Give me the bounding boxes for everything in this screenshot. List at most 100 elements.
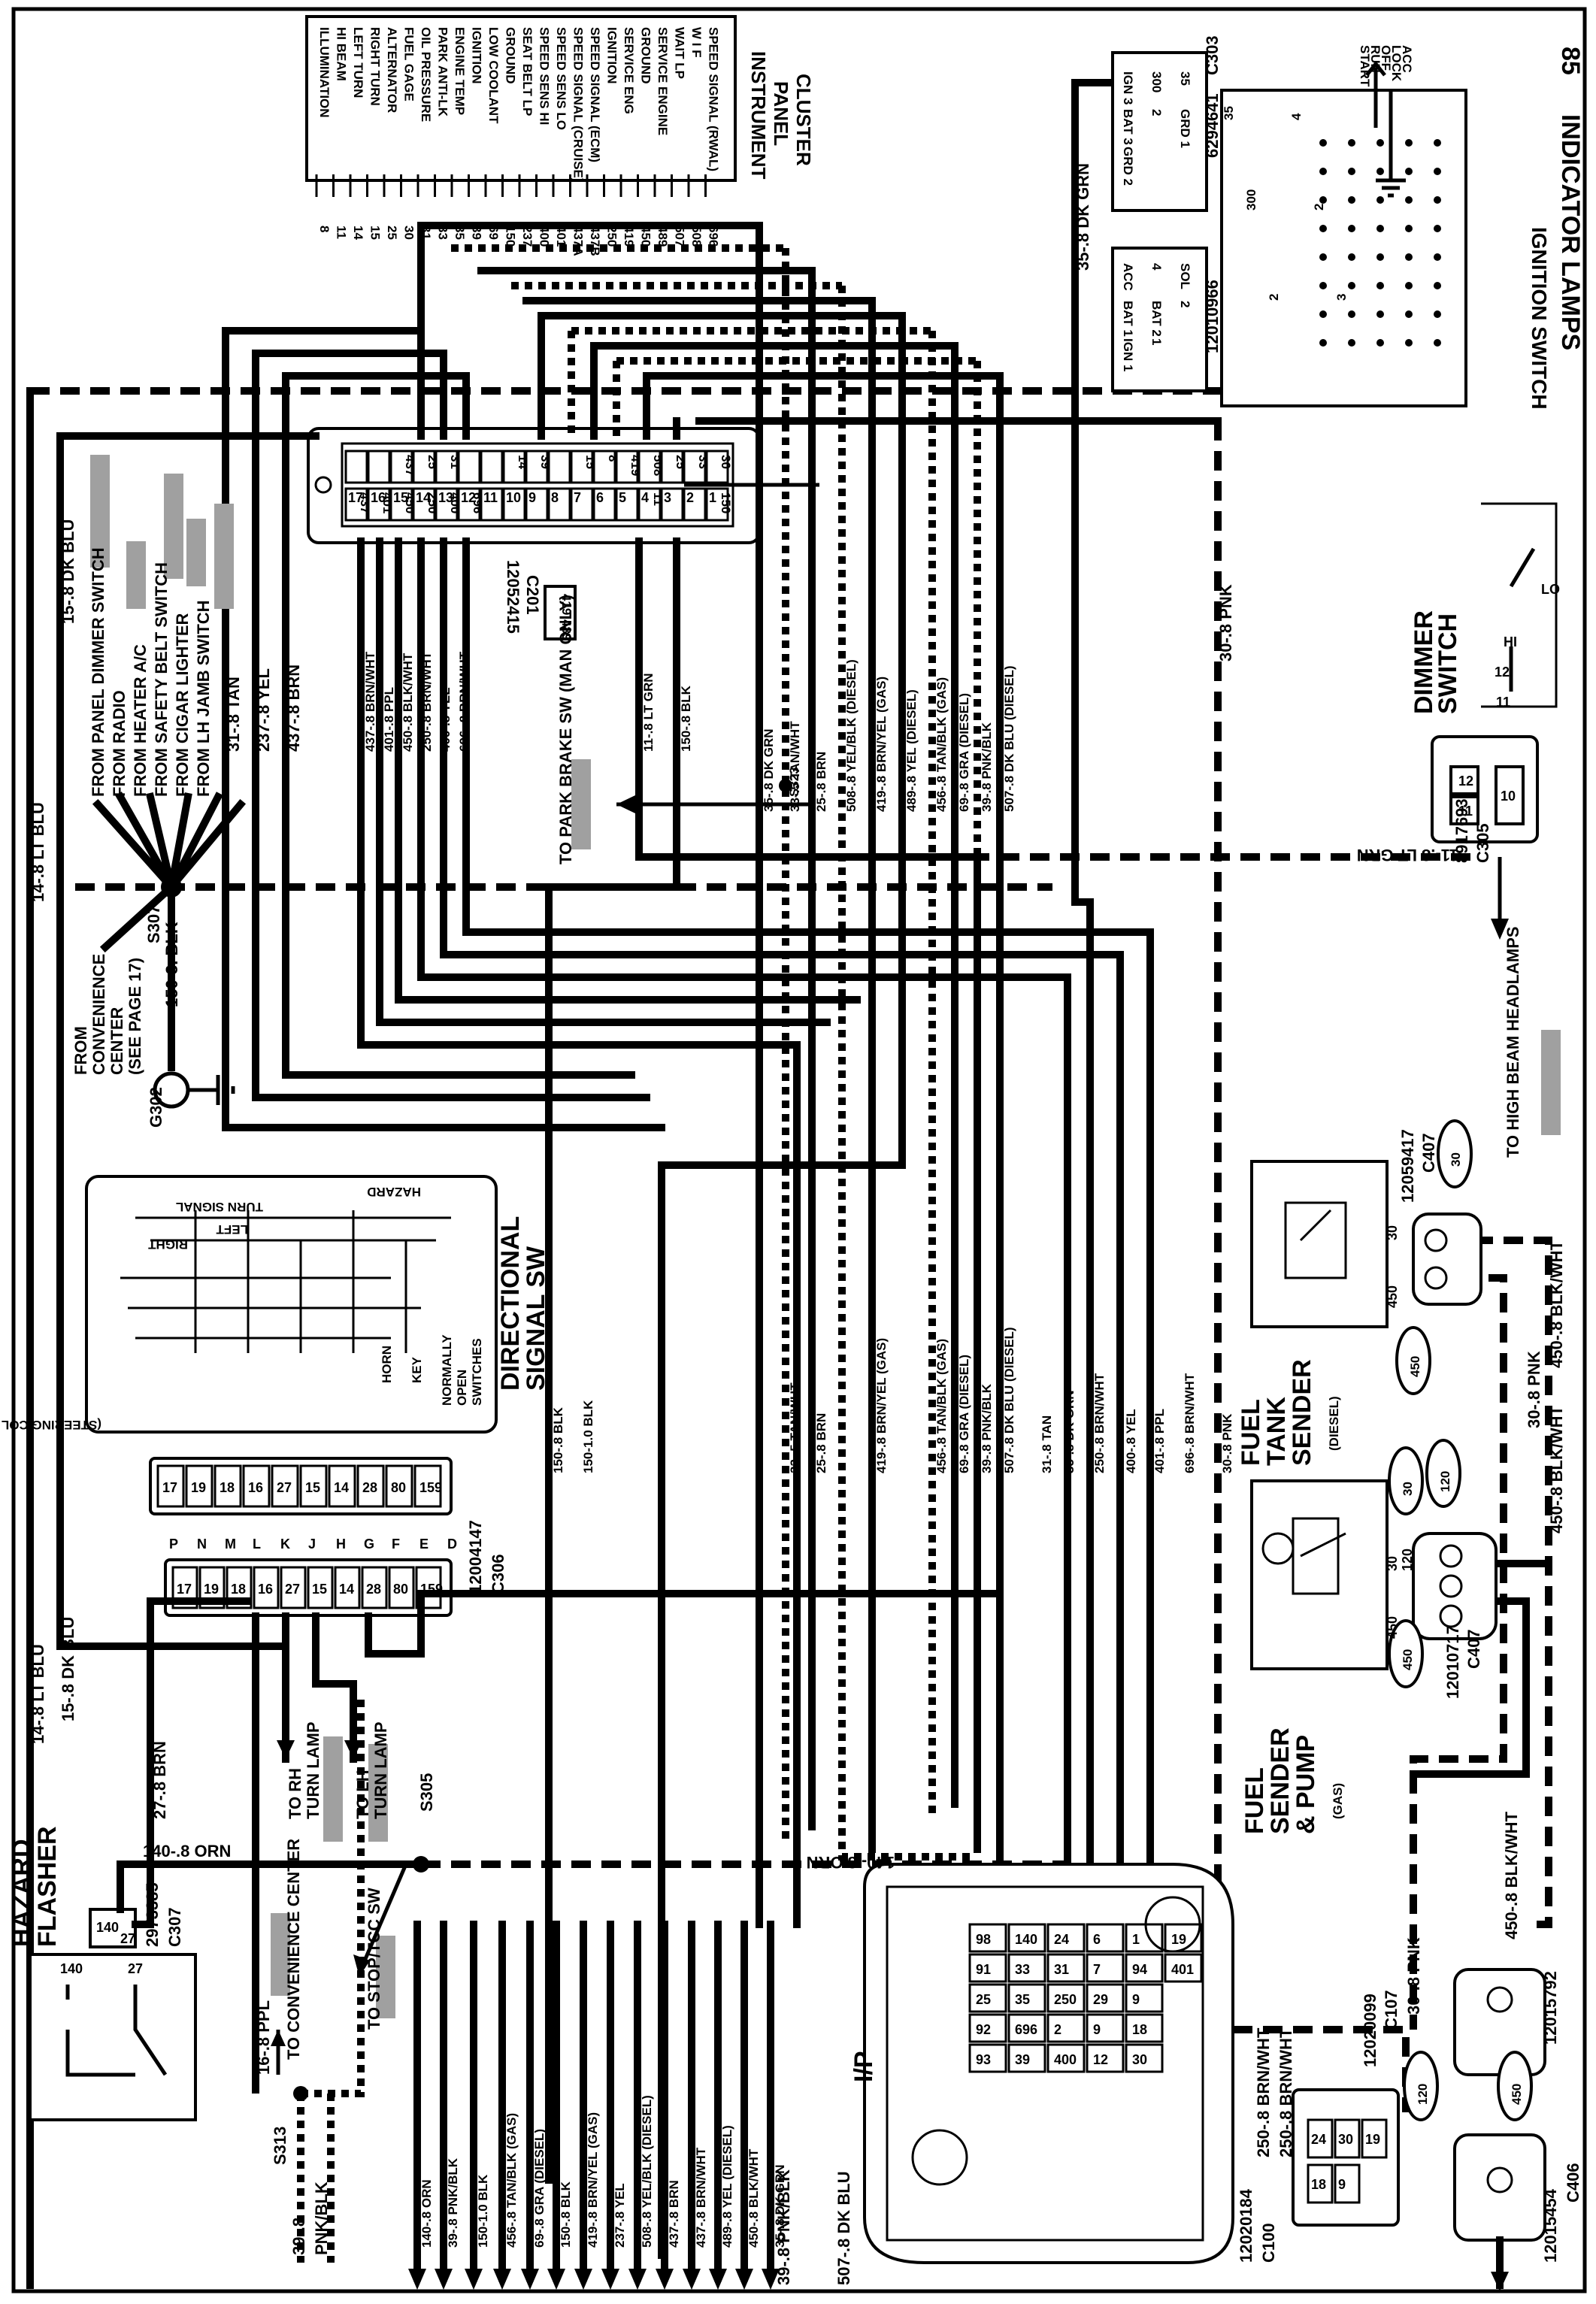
ignition-contact xyxy=(1319,168,1327,175)
dir-top-pin xyxy=(328,1464,356,1508)
ignition-contact xyxy=(1348,282,1355,289)
ignition-contact xyxy=(1434,168,1441,175)
c201-upper-code: 15 xyxy=(583,455,598,469)
wire-label: 35-.8 DK GRN xyxy=(1074,163,1092,271)
dir-bot-pin-num: 18 xyxy=(231,1582,246,1597)
c201-upper-cell xyxy=(570,450,594,484)
wire-label: 30-.8 PNK xyxy=(1216,584,1235,662)
wire-arrow xyxy=(762,2269,780,2290)
dir-top-pin-num: 28 xyxy=(362,1480,377,1495)
ignition-switch-contacts xyxy=(1319,139,1441,347)
bulkhead-cell xyxy=(1086,1983,1125,2013)
dir-top-pin xyxy=(299,1464,328,1508)
c201-lower-cell xyxy=(502,487,526,522)
to-stop-tcc: TO STOP/TCC SW xyxy=(365,1888,383,2030)
directional-note: HAZARD xyxy=(367,1185,421,1199)
c307-id: C307 xyxy=(165,1907,184,1947)
bulkhead-cell xyxy=(968,1953,1007,1983)
ignition-position-arrow xyxy=(1365,60,1386,128)
bubble-label: 120 xyxy=(1438,1471,1452,1492)
directional-note: TURN SIGNAL xyxy=(176,1200,263,1214)
bubble-30-gas xyxy=(1388,1446,1424,1515)
legend-name: SPEED SENS HI xyxy=(538,27,552,125)
ignition-contact xyxy=(1348,310,1355,318)
c406-bubble-label: 120 xyxy=(1416,2084,1430,2105)
bulkhead-cell-code: 18 xyxy=(1132,2022,1147,2037)
directional-note: NORMALLY xyxy=(440,1334,454,1406)
c201-lower-cell xyxy=(389,487,413,522)
directional-note: SWITCHES xyxy=(470,1338,484,1406)
dir-bot-pin-num: 19 xyxy=(204,1582,219,1597)
wire-label: 33-.5 TAN/WHT xyxy=(788,1382,802,1473)
ign-b-pin: IGN 1 xyxy=(1121,338,1135,371)
bulkhead-cell-code: 6 xyxy=(1093,1932,1101,1947)
wire-label: 696-.8 BRN/WHT xyxy=(457,651,471,752)
c305-pin: 10 xyxy=(1501,789,1516,804)
dir-letter: M xyxy=(225,1537,236,1552)
ignition-wire-num: 3 xyxy=(1334,294,1349,301)
bulkhead-cell xyxy=(1007,1953,1046,1983)
page-number: 85 xyxy=(1556,47,1585,75)
ignition-contact xyxy=(1405,282,1413,289)
c201-lower-cell xyxy=(705,487,729,522)
wire-label: 39-.8 PNK/BLK xyxy=(774,2169,793,2285)
wire-label: 15-.8 DK BLU xyxy=(59,1617,77,1721)
splice-s323 xyxy=(779,779,792,792)
c100-part: 12020184 xyxy=(1237,2188,1255,2263)
dir-top-pin xyxy=(242,1464,271,1508)
bulkhead-cell-code: 30 xyxy=(1132,2052,1147,2067)
ignition-position: OFF xyxy=(1379,45,1393,71)
legend-code: 401 xyxy=(554,226,568,247)
from-label: FROM HEATER A/C xyxy=(131,644,150,797)
bulkhead-cell-code: 401 xyxy=(1171,1962,1194,1977)
ignition-contact xyxy=(1348,225,1355,232)
cluster-legend-box xyxy=(305,15,737,182)
ignition-contact xyxy=(1376,196,1384,204)
from-label: FROM RADIO xyxy=(110,690,129,797)
cluster-title-3: CLUSTER xyxy=(792,74,815,166)
c201-pin-number: 9 xyxy=(528,490,536,505)
bulkhead-cell-code: 93 xyxy=(976,2052,991,2067)
dir-top-pin xyxy=(356,1464,385,1508)
ign-b-pin: 1 xyxy=(1149,338,1164,345)
wire-label: 69-.8 GRA (DIESEL) xyxy=(957,1355,971,1473)
wire-label: 450-.8 BLK/WHT xyxy=(747,2148,761,2248)
dir-bot-pin xyxy=(280,1566,307,1609)
ignition-wire-num: 300 xyxy=(1244,189,1258,210)
bulkhead-cell xyxy=(1046,1953,1086,1983)
ignition-contact xyxy=(1376,168,1384,175)
dir-letter: K xyxy=(280,1537,290,1552)
legend-code: 508 xyxy=(689,226,704,247)
ignition-contact xyxy=(1434,310,1441,318)
c303-pin: GRD 1 xyxy=(1178,109,1192,148)
bubble-label: 450 xyxy=(1408,1356,1422,1377)
wire-237-yel xyxy=(252,350,650,1101)
ignition-position: ACC xyxy=(1400,45,1414,73)
ignition-contact xyxy=(1319,225,1327,232)
fuel-tank-title: FUEL xyxy=(1237,1399,1265,1466)
wire-label: 35-.8 DK GRN xyxy=(773,2164,787,2248)
bulkhead-cell xyxy=(1086,2043,1125,2073)
c201-pin-number: 1 xyxy=(709,490,716,505)
wire-label: 16-.8 PPL xyxy=(254,2000,273,2075)
from-label: FROM PANEL DIMMER SWITCH xyxy=(89,547,108,797)
ignition-contact xyxy=(1434,196,1441,204)
ignition-contact xyxy=(1319,253,1327,261)
legend-name: SPEED SIGNAL (RWAL) xyxy=(707,27,721,171)
c407-diesel-connector xyxy=(1412,1213,1482,1306)
wire-label: 25-.8 BRN xyxy=(814,752,828,812)
wire-label: 39-.8 xyxy=(289,2218,308,2255)
c201-upper-code: 25 xyxy=(425,455,440,469)
fuel-pump-title: SENDER xyxy=(1266,1727,1295,1834)
c201-upper-cell xyxy=(615,450,639,484)
c406-connector-bot xyxy=(1453,2133,1546,2242)
ignition-contact xyxy=(1348,339,1355,347)
dimmer-title: SWITCH xyxy=(1434,613,1462,714)
c107-pin-num: 18 xyxy=(1311,2177,1326,2192)
wire-label: 437-.8 BRN/WHT xyxy=(363,651,377,752)
wire-450-blk-wht xyxy=(1473,1237,1552,1928)
ignition-position: LOCK xyxy=(1389,45,1404,82)
c201-pin-number: 16 xyxy=(371,490,386,505)
dimmer-title: DIMMER xyxy=(1410,610,1438,714)
